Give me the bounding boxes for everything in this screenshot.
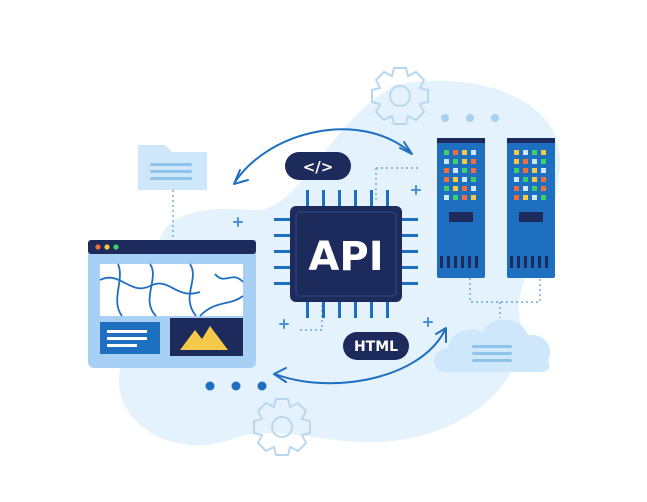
server-led	[471, 195, 476, 200]
chip-pin	[322, 302, 325, 318]
server-led	[453, 186, 458, 191]
server-led	[523, 168, 528, 173]
browser-window-icon	[88, 240, 256, 368]
server-led	[514, 195, 519, 200]
server-led	[541, 168, 546, 173]
server-led	[471, 186, 476, 191]
gear-icon	[253, 398, 311, 456]
server-led	[541, 186, 546, 191]
server-led	[514, 159, 519, 164]
server-led	[523, 159, 528, 164]
api-chip: API	[274, 190, 418, 318]
dots-decoration	[205, 381, 267, 391]
server-led	[541, 159, 546, 164]
chip-pin	[370, 302, 373, 318]
server-led	[514, 168, 519, 173]
server-led	[471, 177, 476, 182]
gear-icon	[371, 67, 429, 125]
chip-pin	[338, 190, 341, 206]
server-led	[462, 168, 467, 173]
chip-pin	[274, 250, 290, 253]
chip-pin	[386, 302, 389, 318]
server-led	[462, 186, 467, 191]
server-led	[532, 159, 537, 164]
server-led	[532, 186, 537, 191]
server-icon	[507, 138, 555, 278]
chip-pin	[274, 218, 290, 221]
dots-decoration	[441, 114, 499, 122]
code-badge-label: </>	[303, 158, 334, 176]
chip-pin	[354, 190, 357, 206]
server-icon	[437, 138, 485, 278]
server-led	[471, 168, 476, 173]
server-led	[462, 150, 467, 155]
server-led	[541, 177, 546, 182]
server-led	[514, 150, 519, 155]
chip-pin	[402, 266, 418, 269]
server-led	[453, 168, 458, 173]
server-led	[532, 168, 537, 173]
server-led	[444, 195, 449, 200]
server-led	[523, 150, 528, 155]
server-led	[453, 195, 458, 200]
server-led	[541, 150, 546, 155]
chip-pin	[402, 234, 418, 237]
chip-pin	[274, 266, 290, 269]
server-led	[523, 177, 528, 182]
server-led	[532, 195, 537, 200]
chip-pin	[386, 190, 389, 206]
server-led	[523, 195, 528, 200]
chip-pin	[402, 250, 418, 253]
server-led	[541, 195, 546, 200]
server-led	[444, 168, 449, 173]
server-led	[462, 177, 467, 182]
chip-label: API	[308, 234, 383, 280]
arrow-top	[233, 128, 413, 185]
html-badge-label: HTML	[354, 339, 398, 355]
chip-pin	[370, 190, 373, 206]
chip-pin	[274, 234, 290, 237]
server-led	[462, 195, 467, 200]
server-led	[514, 186, 519, 191]
server-led	[514, 177, 519, 182]
chip-pin	[306, 302, 309, 318]
image-icon	[170, 318, 243, 356]
folder-icon	[138, 145, 207, 190]
dotted-connectors	[172, 167, 541, 331]
chip-pin	[322, 190, 325, 206]
server-led	[453, 159, 458, 164]
server-led	[471, 159, 476, 164]
server-led	[453, 150, 458, 155]
chip-pin	[354, 302, 357, 318]
chip-pin	[274, 282, 290, 285]
plus-decoration	[233, 185, 433, 329]
server-led	[532, 177, 537, 182]
server-led	[462, 159, 467, 164]
chip-pin	[402, 218, 418, 221]
server-led	[444, 150, 449, 155]
server-led	[453, 177, 458, 182]
chip-pin	[338, 302, 341, 318]
code-icon: </>	[285, 152, 351, 180]
server-led	[532, 150, 537, 155]
chip-pin	[402, 282, 418, 285]
html-badge: HTML	[343, 332, 409, 360]
cloud-icon	[434, 319, 551, 372]
chip-pin	[306, 190, 309, 206]
server-led	[444, 186, 449, 191]
server-led	[523, 186, 528, 191]
arrow-bottom	[273, 327, 447, 385]
server-led	[444, 177, 449, 182]
server-led	[471, 150, 476, 155]
server-led	[444, 159, 449, 164]
